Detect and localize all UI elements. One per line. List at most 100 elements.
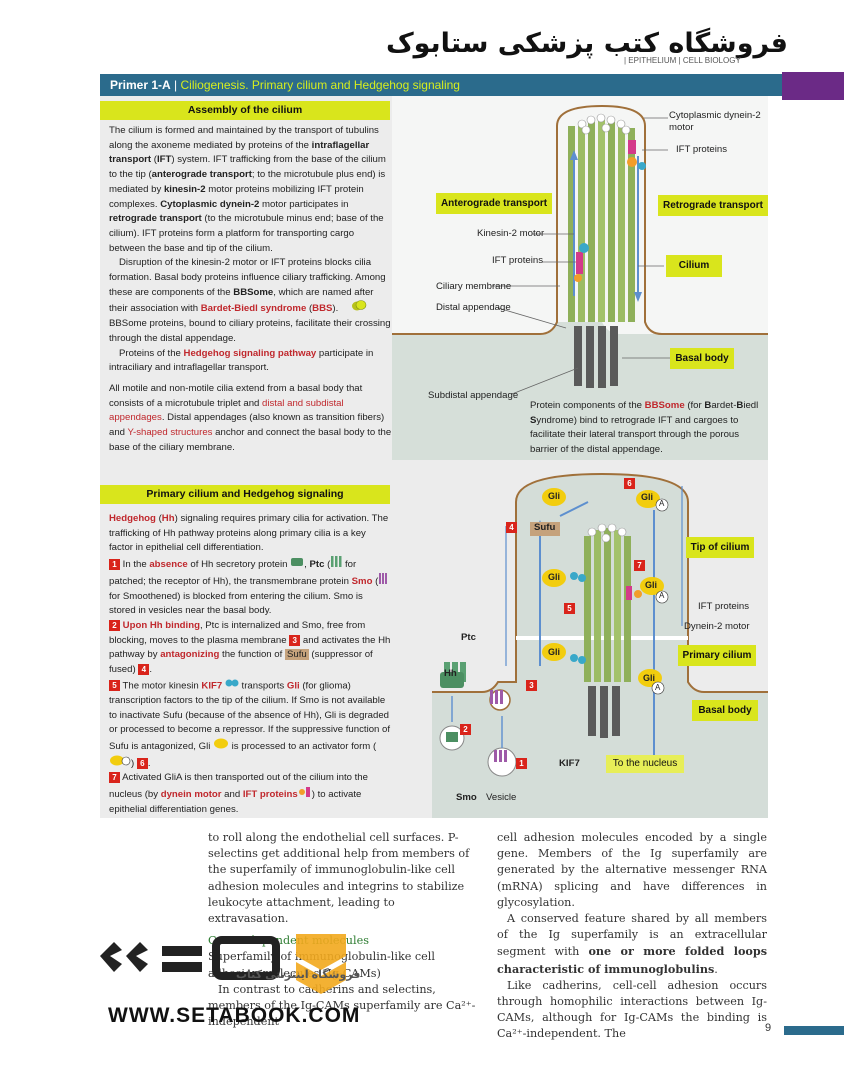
assembly-heading: Assembly of the cilium <box>100 101 390 120</box>
watermark-subtitle: فروشگاه اینترنتی کتاب <box>236 969 361 981</box>
text-run: ( <box>372 575 379 587</box>
book-paragraph: to roll along the endothelial cell surfa… <box>208 831 470 926</box>
retrograde-transport-label: Retrograde transport <box>658 195 768 216</box>
highlight-term: BBSome <box>644 400 685 411</box>
gli-label: Gli <box>548 572 561 582</box>
highlight-term: Y-shaped structures <box>127 427 213 439</box>
sufu-label: Sufu <box>534 522 556 533</box>
bold-term: kinesin-2 <box>163 183 206 195</box>
text-run: transports <box>238 680 287 692</box>
text-run: . Distal appendages (also known as trans… <box>109 412 385 439</box>
hh-paragraph: 1 In the absence of Hh secretory protein… <box>109 556 392 619</box>
kif7-icon <box>225 678 239 694</box>
text-run: Disruption of the kinesin-2 motor or IFT… <box>109 257 386 298</box>
sufu-box <box>530 522 560 536</box>
assembly-paragraph: All motile and non-motile cilia extend f… <box>109 382 392 456</box>
ift-proteins-top-label: IFT proteins <box>676 144 728 155</box>
gli-label: Gli <box>641 492 654 502</box>
text-run: is processed to an activator form ( <box>229 740 377 752</box>
primer-code: Primer 1-A <box>110 78 171 92</box>
chapter-tab <box>782 72 844 100</box>
hh-protein-icon <box>440 672 464 688</box>
ift-proteins-mid-label: IFT proteins <box>492 255 544 266</box>
bold-term: intraflagellar transport <box>109 139 370 166</box>
smo-receptor <box>490 690 503 704</box>
book-column-right: cell adhesion molecules encoded by a sin… <box>497 830 767 1043</box>
gli-icons <box>542 488 669 695</box>
text-run: ( <box>151 154 157 166</box>
step-badge: 5 <box>109 680 120 692</box>
text-run: , which are named after their associatio… <box>109 286 374 315</box>
highlight-term: Hedgehog signaling pathway <box>183 347 317 359</box>
text-run: ( <box>306 303 313 315</box>
hh-icon <box>290 556 304 573</box>
hh-paragraph: 7 Activated GliA is then transported out… <box>109 771 392 817</box>
text-run: Protein components of the <box>530 400 645 411</box>
text-run: of Hh secretory protein <box>187 559 291 570</box>
highlight-term: KIF7 <box>201 680 223 692</box>
step-badge: 7 <box>634 560 645 571</box>
text-run: ardet- <box>711 400 737 411</box>
activator-a-label: A <box>659 591 665 600</box>
text-run: ) system. IFT trafficking from the base … <box>109 154 386 181</box>
glia-icon <box>109 755 131 772</box>
cilium-label: Cilium <box>666 255 722 277</box>
anterograde-transport-label: Anterograde transport <box>436 193 552 214</box>
kif7-icons <box>570 572 586 664</box>
text-run: All motile and non-motile cilia extend f… <box>109 382 363 409</box>
step-badge: 4 <box>138 664 150 675</box>
text-run: and <box>221 788 243 800</box>
book-paragraph: A conserved feature shared by all member… <box>497 911 767 978</box>
step-badge: 5 <box>564 603 575 614</box>
hh-text: Hedgehog (Hh) signaling requires primary… <box>109 512 392 817</box>
ciliary-membrane-label: Ciliary membrane <box>436 281 512 292</box>
text-run: The motor kinesin <box>120 680 202 692</box>
text-run: ) <box>131 757 137 769</box>
book-text-run: . <box>714 962 718 976</box>
primer-title: Ciliogenesis. Primary cilium and Hedgeho… <box>180 78 460 92</box>
kinesin-motor-label: Kinesin-2 motor <box>477 228 545 239</box>
bold-term: S <box>530 414 537 426</box>
subdistal-appendage-label: Subdistal appendage <box>428 390 519 401</box>
highlight-term: absence <box>149 559 188 570</box>
text-run: for Smoothened) is blocked from entering… <box>109 590 363 617</box>
watermark-url: WWW.SETABOOK.COM <box>108 1004 361 1027</box>
highlight-term: Hedgehog <box>109 513 156 524</box>
text-run: for patched; the receptor of Hh), the tr… <box>109 559 357 587</box>
ciliary-membrane-line <box>392 104 768 335</box>
text-run: (for <box>684 400 705 411</box>
sufu-chip: Sufu <box>284 649 309 661</box>
highlight-term: Bardet-Biedl syndrome <box>200 303 307 315</box>
text-run: (for glioma) transcription factors to th… <box>109 680 391 752</box>
book-text-run: A conserved feature shared by all member… <box>497 912 767 959</box>
text-run: motor proteins mobilizing IFT protein co… <box>109 183 364 210</box>
vesicle-label: Vesicle <box>486 792 517 803</box>
kinesin-cargo-icon <box>574 243 589 282</box>
basal-body <box>574 326 618 388</box>
primer-title-bar: Primer 1-A | Ciliogenesis. Primary ciliu… <box>100 74 782 96</box>
assembly-paragraph: The cilium is formed and maintained by t… <box>109 124 392 256</box>
smo-label: Smo <box>456 792 477 803</box>
text-run: ) to activate epithelial differentiation… <box>109 788 362 815</box>
page-number: 9 <box>765 1022 772 1034</box>
activator-a-label: A <box>655 683 661 692</box>
text-run: (to the microtubule minus end; base of t… <box>109 213 384 254</box>
text-run: , Ptc is internalized and Smo, free from… <box>109 619 366 646</box>
text-run: yndrome) bind to retrograde IFT and carg… <box>530 414 740 455</box>
separator-band <box>516 636 688 640</box>
text-run: (suppressor of fused) <box>109 649 373 676</box>
hh-heading: Primary cilium and Hedgehog signaling <box>100 485 390 504</box>
step-badge: 1 <box>516 758 527 769</box>
text-run: Activated GliA is then transported out o… <box>109 772 368 800</box>
text-run: ( <box>155 513 162 524</box>
highlight-term: BBS <box>312 303 333 315</box>
bold-term: B <box>736 400 744 411</box>
text-run: iedl <box>743 400 759 411</box>
bold-term: anterograde transport <box>151 169 252 181</box>
plasma-membrane-line <box>432 472 768 693</box>
ptc-label: Ptc <box>461 632 476 643</box>
ift-icon <box>298 786 312 803</box>
step-badge: 6 <box>136 757 148 769</box>
bold-term: B <box>704 400 712 411</box>
text-run: BBSome proteins, bound to ciliary protei… <box>109 318 391 344</box>
